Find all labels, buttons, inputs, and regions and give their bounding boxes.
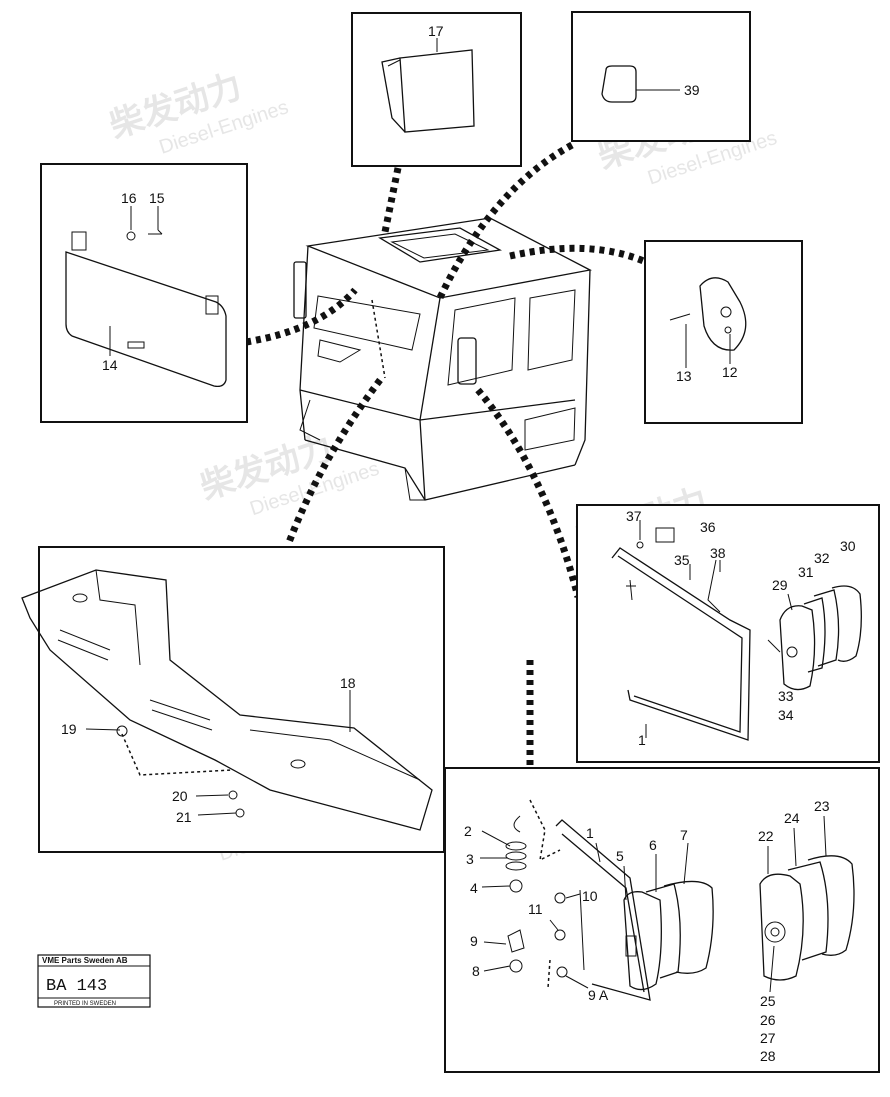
part-29-box: 37 36 35 38 30 32 31 29 33 34 1 bbox=[576, 504, 880, 763]
label-38: 38 bbox=[710, 545, 726, 561]
connectors bbox=[245, 141, 648, 768]
label-4: 4 bbox=[470, 880, 478, 896]
label-25: 25 bbox=[760, 993, 776, 1009]
label-1: 1 bbox=[586, 825, 594, 841]
stamp-company: VME Parts Sweden AB bbox=[42, 956, 128, 965]
label-31: 31 bbox=[798, 564, 814, 580]
label-3: 3 bbox=[466, 851, 474, 867]
label-29: 29 bbox=[772, 577, 788, 593]
label-8: 8 bbox=[472, 963, 480, 979]
label-20: 20 bbox=[172, 788, 188, 804]
label-30: 30 bbox=[840, 538, 856, 554]
label-39: 39 bbox=[684, 82, 700, 98]
cab-illustration bbox=[293, 217, 592, 501]
label-37: 37 bbox=[626, 508, 642, 524]
label-10: 10 bbox=[582, 888, 598, 904]
label-5: 5 bbox=[616, 848, 624, 864]
label-11: 11 bbox=[528, 901, 543, 917]
label-33: 33 bbox=[778, 688, 794, 704]
label-23: 23 bbox=[814, 798, 830, 814]
stamp-code: BA 143 bbox=[46, 977, 107, 996]
label-1b: 1 bbox=[638, 732, 646, 748]
label-27: 27 bbox=[760, 1030, 776, 1046]
label-9: 9 bbox=[470, 933, 478, 949]
label-2: 2 bbox=[464, 823, 472, 839]
label-16: 16 bbox=[121, 190, 137, 206]
label-15: 15 bbox=[149, 190, 165, 206]
label-34: 34 bbox=[778, 707, 794, 723]
label-32: 32 bbox=[814, 550, 830, 566]
label-22: 22 bbox=[758, 828, 774, 844]
label-26: 26 bbox=[760, 1012, 776, 1028]
label-28: 28 bbox=[760, 1048, 776, 1064]
label-13: 13 bbox=[676, 368, 692, 384]
part-12-box: 13 12 bbox=[644, 240, 803, 424]
part-mirror-box: 2 3 4 9 8 11 10 9 A 1 5 6 7 22 24 23 25 … bbox=[444, 767, 880, 1073]
part-17-box: 17 bbox=[351, 12, 522, 167]
label-36: 36 bbox=[700, 519, 716, 535]
stamp-printed: PRINTED IN SWEDEN bbox=[54, 1001, 116, 1007]
label-24: 24 bbox=[784, 810, 800, 826]
part-39-box: 39 bbox=[571, 11, 751, 142]
label-6: 6 bbox=[649, 837, 657, 853]
label-19: 19 bbox=[61, 721, 77, 737]
part-18-box: 18 19 20 21 bbox=[21, 546, 445, 853]
label-12: 12 bbox=[722, 364, 738, 380]
part-14-box: 16 15 14 bbox=[40, 163, 248, 423]
label-21: 21 bbox=[176, 809, 192, 825]
label-7: 7 bbox=[680, 827, 688, 843]
label-17: 17 bbox=[428, 23, 444, 39]
stamp: VME Parts Sweden AB BA 143 PRINTED IN SW… bbox=[37, 954, 151, 1008]
label-18: 18 bbox=[340, 675, 356, 691]
label-14: 14 bbox=[102, 357, 118, 373]
label-35: 35 bbox=[674, 552, 690, 568]
label-9a: 9 A bbox=[588, 987, 609, 1003]
